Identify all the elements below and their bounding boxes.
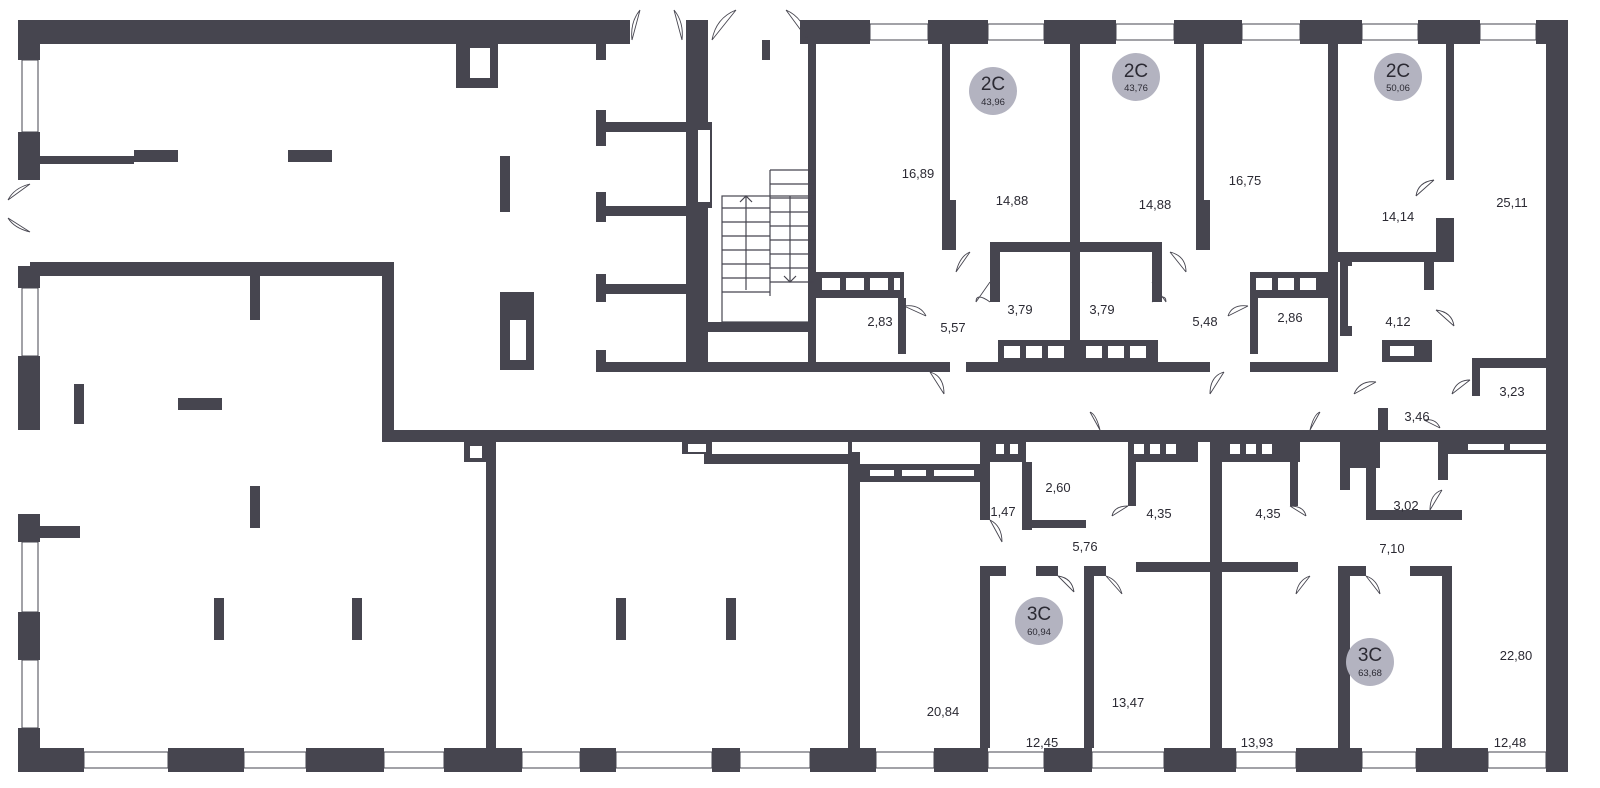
apartment-type: 2С [1124,61,1148,82]
room-area-label: 3,79 [1007,302,1032,317]
apartment-badge: 3С 63,68 [1346,638,1394,686]
apartment-badge: 2С 43,96 [969,67,1017,115]
room-area-label: 14,88 [996,193,1029,208]
room-area-label: 2,60 [1045,480,1070,495]
apartment-total-area: 43,96 [981,97,1005,108]
apartment-badge: 2С 43,76 [1112,53,1160,101]
room-area-label: 22,80 [1500,648,1533,663]
room-area-label: 5,48 [1192,314,1217,329]
room-area-label: 16,89 [902,166,935,181]
apartment-total-area: 50,06 [1386,83,1410,94]
room-area-label: 4,35 [1146,506,1171,521]
room-area-label: 2,83 [867,314,892,329]
room-area-label: 3,46 [1404,409,1429,424]
room-area-label: 2,86 [1277,310,1302,325]
room-area-label: 12,48 [1494,735,1527,750]
room-area-label: 13,93 [1241,735,1274,750]
room-area-label: 16,75 [1229,173,1262,188]
room-area-label: 5,76 [1072,539,1097,554]
room-area-label: 3,79 [1089,302,1114,317]
room-area-label: 25,11 [1496,195,1528,210]
apartment-total-area: 63,68 [1358,668,1382,679]
windows [21,23,1547,769]
room-area-label: 12,45 [1026,735,1059,750]
apartment-type: 3С [1358,645,1382,666]
room-area-label: 20,84 [927,704,960,719]
apartment-badge: 3С 60,94 [1015,597,1063,645]
apartment-type: 2С [1386,61,1410,82]
walls [18,20,1568,772]
room-area-label: 3,02 [1393,498,1418,513]
room-area-label: 4,35 [1255,506,1280,521]
room-area-label: 14,14 [1382,209,1415,224]
apartment-type: 3С [1027,604,1051,625]
apartment-type: 2С [981,74,1005,95]
room-area-label: 1,47 [990,504,1015,519]
room-area-label: 4,12 [1385,314,1410,329]
room-area-label: 14,88 [1139,197,1172,212]
room-area-label: 7,10 [1379,541,1404,556]
apartment-total-area: 43,76 [1124,83,1148,94]
door-swings [7,9,1471,595]
room-area-label: 3,23 [1499,384,1524,399]
apartment-badge: 2С 50,06 [1374,53,1422,101]
room-area-label: 5,57 [940,320,965,335]
apartment-total-area: 60,94 [1027,627,1051,638]
room-labels: 16,89 14,88 14,88 16,75 14,14 25,11 2,83… [867,166,1532,750]
room-area-label: 13,47 [1112,695,1145,710]
